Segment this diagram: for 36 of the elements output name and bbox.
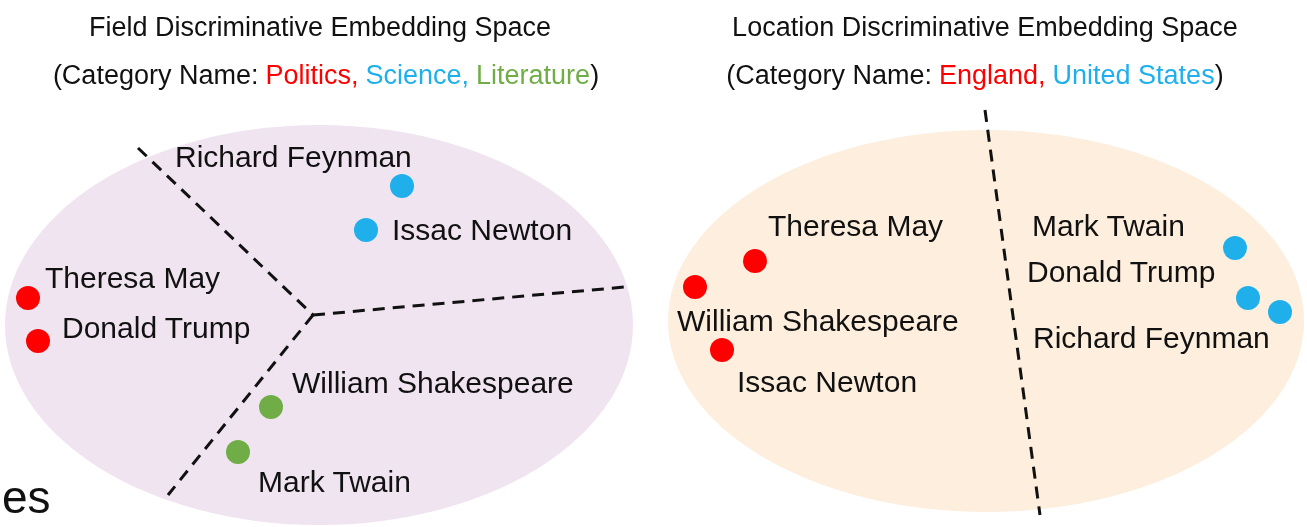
data-point [259, 395, 283, 419]
data-point [16, 286, 40, 310]
point-label: Donald Trump [1027, 257, 1216, 287]
category-name: Politics, [265, 60, 359, 90]
point-label: Issac Newton [392, 215, 573, 245]
point-label: William Shakespeare [677, 306, 959, 336]
category-name: Science, [365, 60, 470, 90]
data-point [226, 440, 250, 464]
data-point [354, 218, 378, 242]
cut-off-text: es [2, 470, 51, 524]
data-point [390, 174, 414, 198]
category-name: England, [938, 60, 1046, 90]
subtitle-text: (Category Name: [52, 60, 259, 90]
data-point [1223, 236, 1247, 260]
point-label: Theresa May [45, 263, 221, 293]
point-label: Mark Twain [1032, 211, 1185, 241]
data-point [710, 338, 734, 362]
subtitle-text: ) [1214, 60, 1224, 90]
point-label: Richard Feynman [1033, 323, 1270, 353]
category-name: Literature [476, 60, 591, 90]
heading: Field Discriminative Embedding Space [88, 14, 552, 41]
point-label: Issac Newton [737, 367, 918, 397]
point-label: Mark Twain [258, 467, 411, 497]
subtitle-text: (Category Name: [726, 60, 932, 90]
heading: Location Discriminative Embedding Space [732, 14, 1238, 41]
point-label: Richard Feynman [175, 142, 412, 172]
subtitle-text: ) [590, 60, 600, 90]
data-point [683, 275, 707, 299]
data-point [26, 329, 50, 353]
data-point [1236, 286, 1260, 310]
point-label: William Shakespeare [292, 368, 574, 398]
point-label: Donald Trump [62, 313, 251, 343]
point-label: Theresa May [768, 211, 944, 241]
data-point [743, 249, 767, 273]
category-name: United States [1052, 60, 1215, 90]
data-point [1268, 300, 1292, 324]
